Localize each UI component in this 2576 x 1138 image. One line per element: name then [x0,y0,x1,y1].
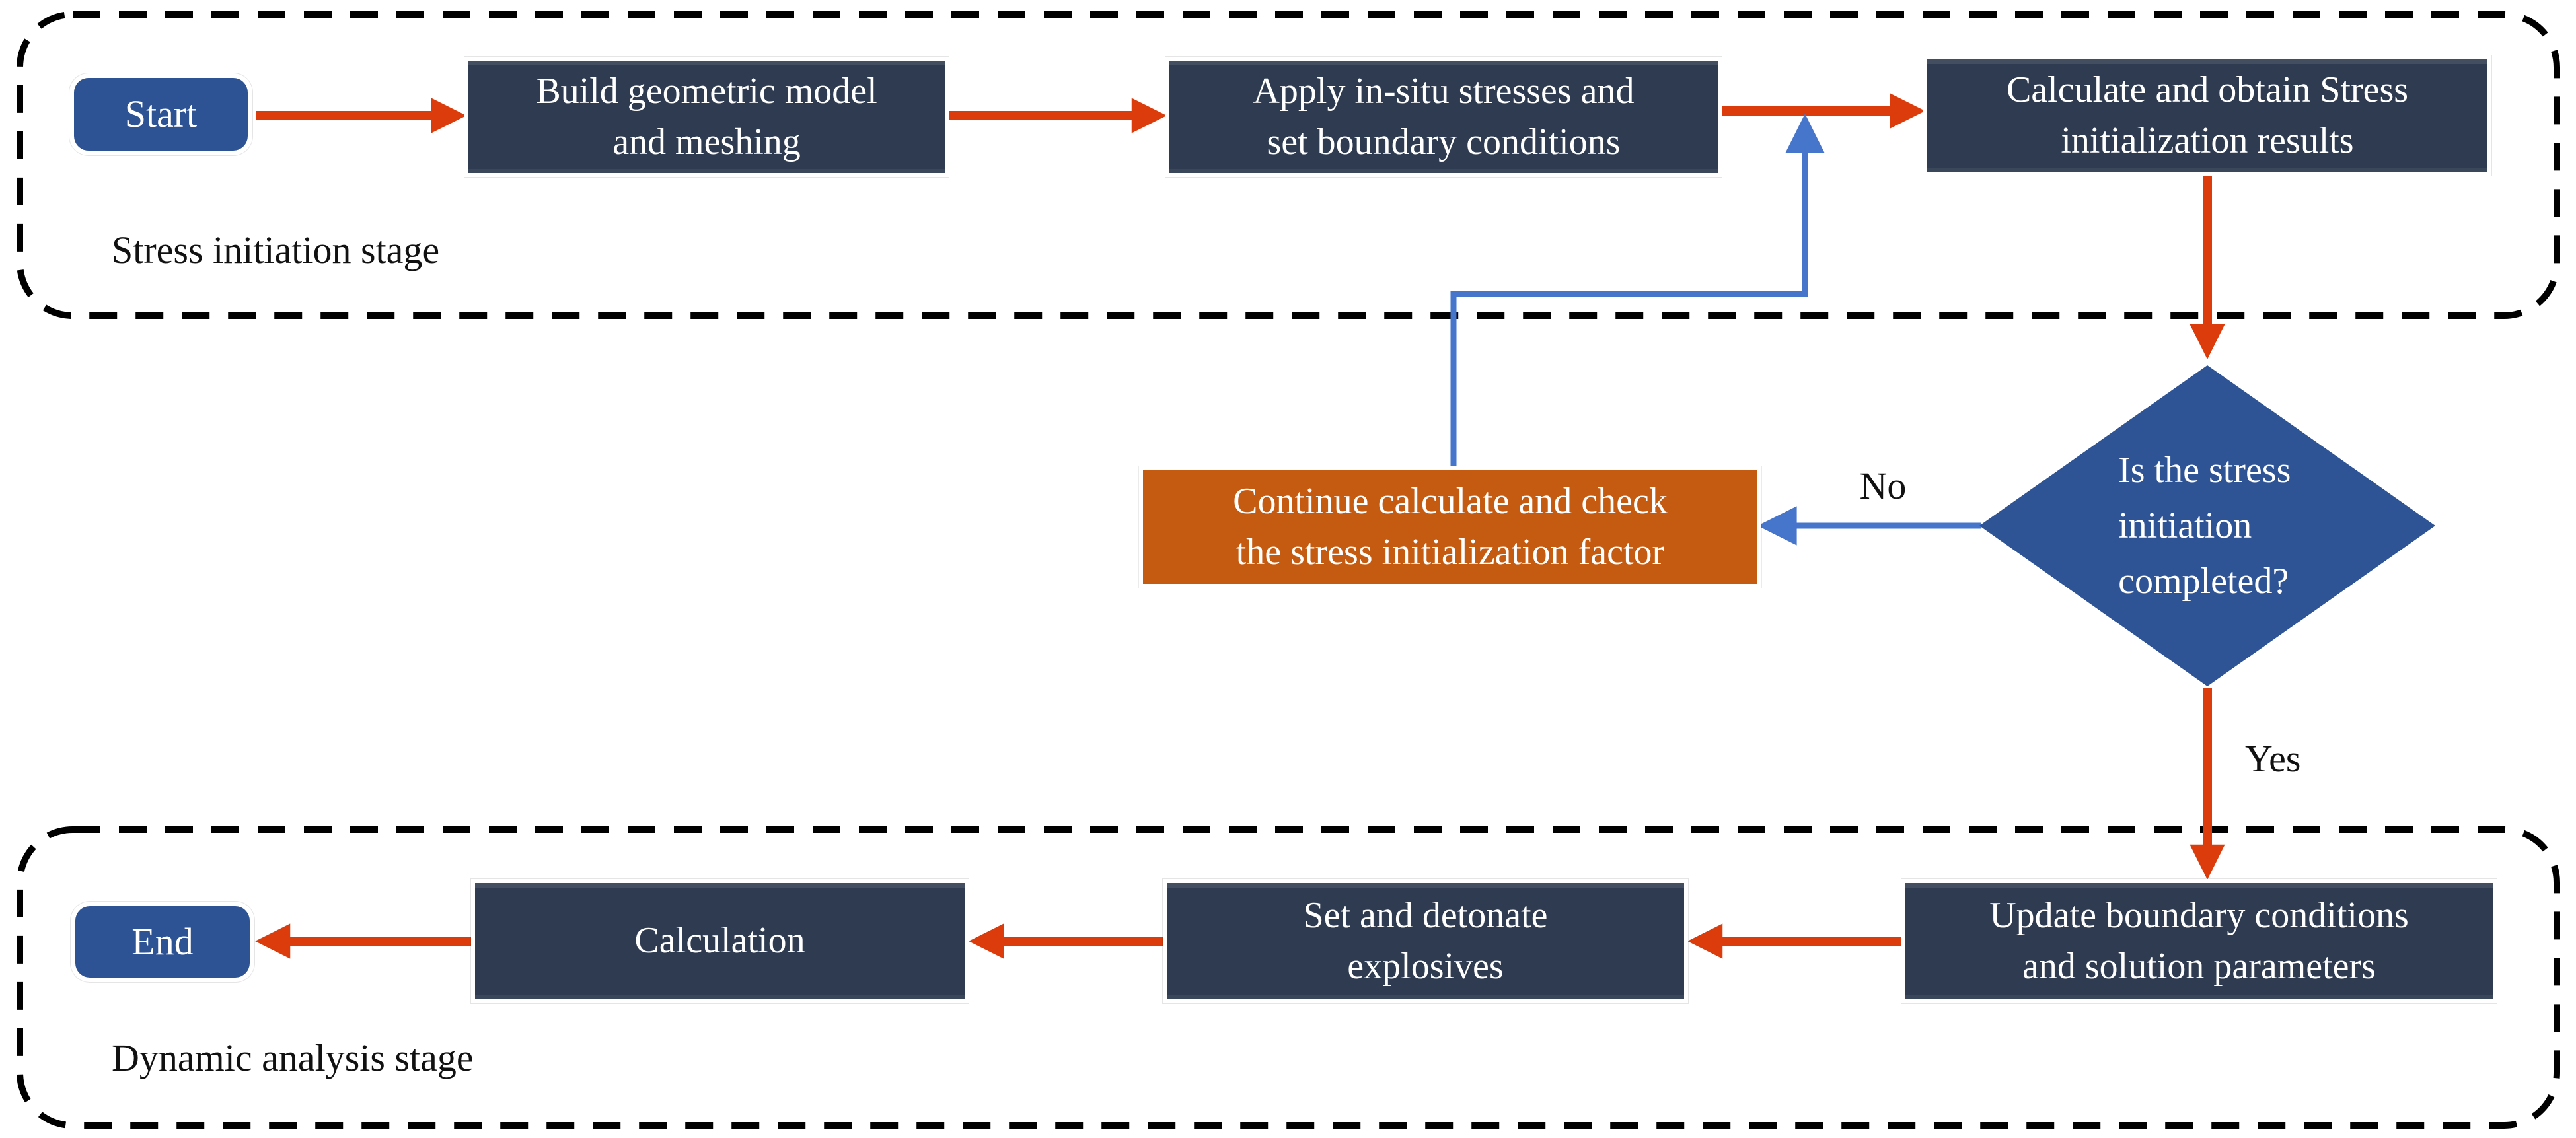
yes-edge-label: Yes [2245,737,2301,780]
dynamic-stage-frame [17,826,2560,1129]
start-node: Start [74,78,248,151]
build-model-node: Build geometric model and meshing [468,61,945,173]
detonate-explosives-node-label: Set and detonate explosives [1303,894,1548,987]
calculation-node-label: Calculation [634,920,805,962]
apply-stresses-node-label: Apply in-situ stresses and set boundary … [1253,70,1635,162]
stress-stage-frame [17,11,2560,319]
update-boundary-node: Update boundary conditions and solution … [1905,883,2493,999]
calculate-initialization-node: Calculate and obtain Stress initializati… [1927,59,2487,172]
continue-check-node-label: Continue calculate and check the stress … [1233,480,1668,573]
update-boundary-node-label: Update boundary conditions and solution … [1989,894,2409,987]
build-model-node-label: Build geometric model and meshing [536,70,877,162]
stress-stage-label: Stress initiation stage [112,229,440,271]
arrow-continue-back-to-flow [1450,114,1825,470]
start-node-label: Start [124,92,198,135]
continue-check-node: Continue calculate and check the stress … [1143,470,1757,584]
dynamic-stage-label: Dynamic analysis stage [112,1036,474,1079]
apply-stresses-node: Apply in-situ stresses and set boundary … [1169,61,1718,173]
detonate-explosives-node: Set and detonate explosives [1167,883,1684,999]
end-node: End [75,906,250,978]
end-node-label: End [131,919,194,963]
calculate-initialization-node-label: Calculate and obtain Stress initializati… [2006,69,2409,161]
no-edge-label: No [1859,464,1907,507]
stress-completed-decision-label: Is the stress initiation completed? [2118,450,2291,602]
calculation-node: Calculation [475,883,965,999]
